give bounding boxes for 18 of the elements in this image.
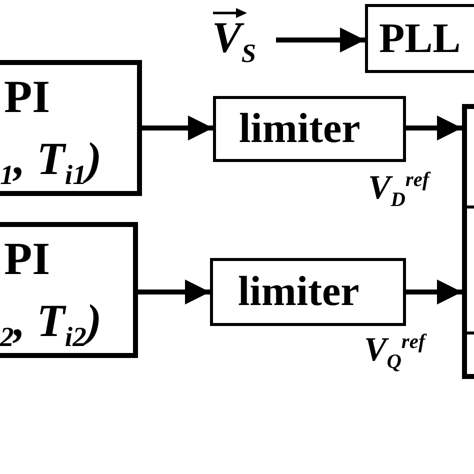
block-box bbox=[210, 258, 406, 326]
block-title: PI bbox=[4, 74, 50, 120]
arrow bbox=[142, 116, 213, 140]
arrow bbox=[406, 280, 462, 304]
parameter-text: $_{2}$, T$_{i2}$) bbox=[0, 298, 102, 351]
block-label: limiter bbox=[238, 271, 360, 313]
block-title: PI bbox=[4, 236, 50, 282]
parameter-text: $_{1}$, T$_{i1}$) bbox=[0, 136, 102, 189]
arrow bbox=[276, 28, 365, 52]
signal-label: V$_{S}$ bbox=[212, 16, 256, 66]
block-box bbox=[0, 222, 138, 358]
block-label: limiter bbox=[239, 108, 360, 150]
block-label: PLL bbox=[379, 18, 461, 60]
block-box bbox=[213, 96, 406, 162]
arrow bbox=[406, 116, 462, 140]
block-box bbox=[0, 60, 142, 196]
block-box bbox=[365, 4, 474, 73]
arrow bbox=[138, 280, 210, 304]
